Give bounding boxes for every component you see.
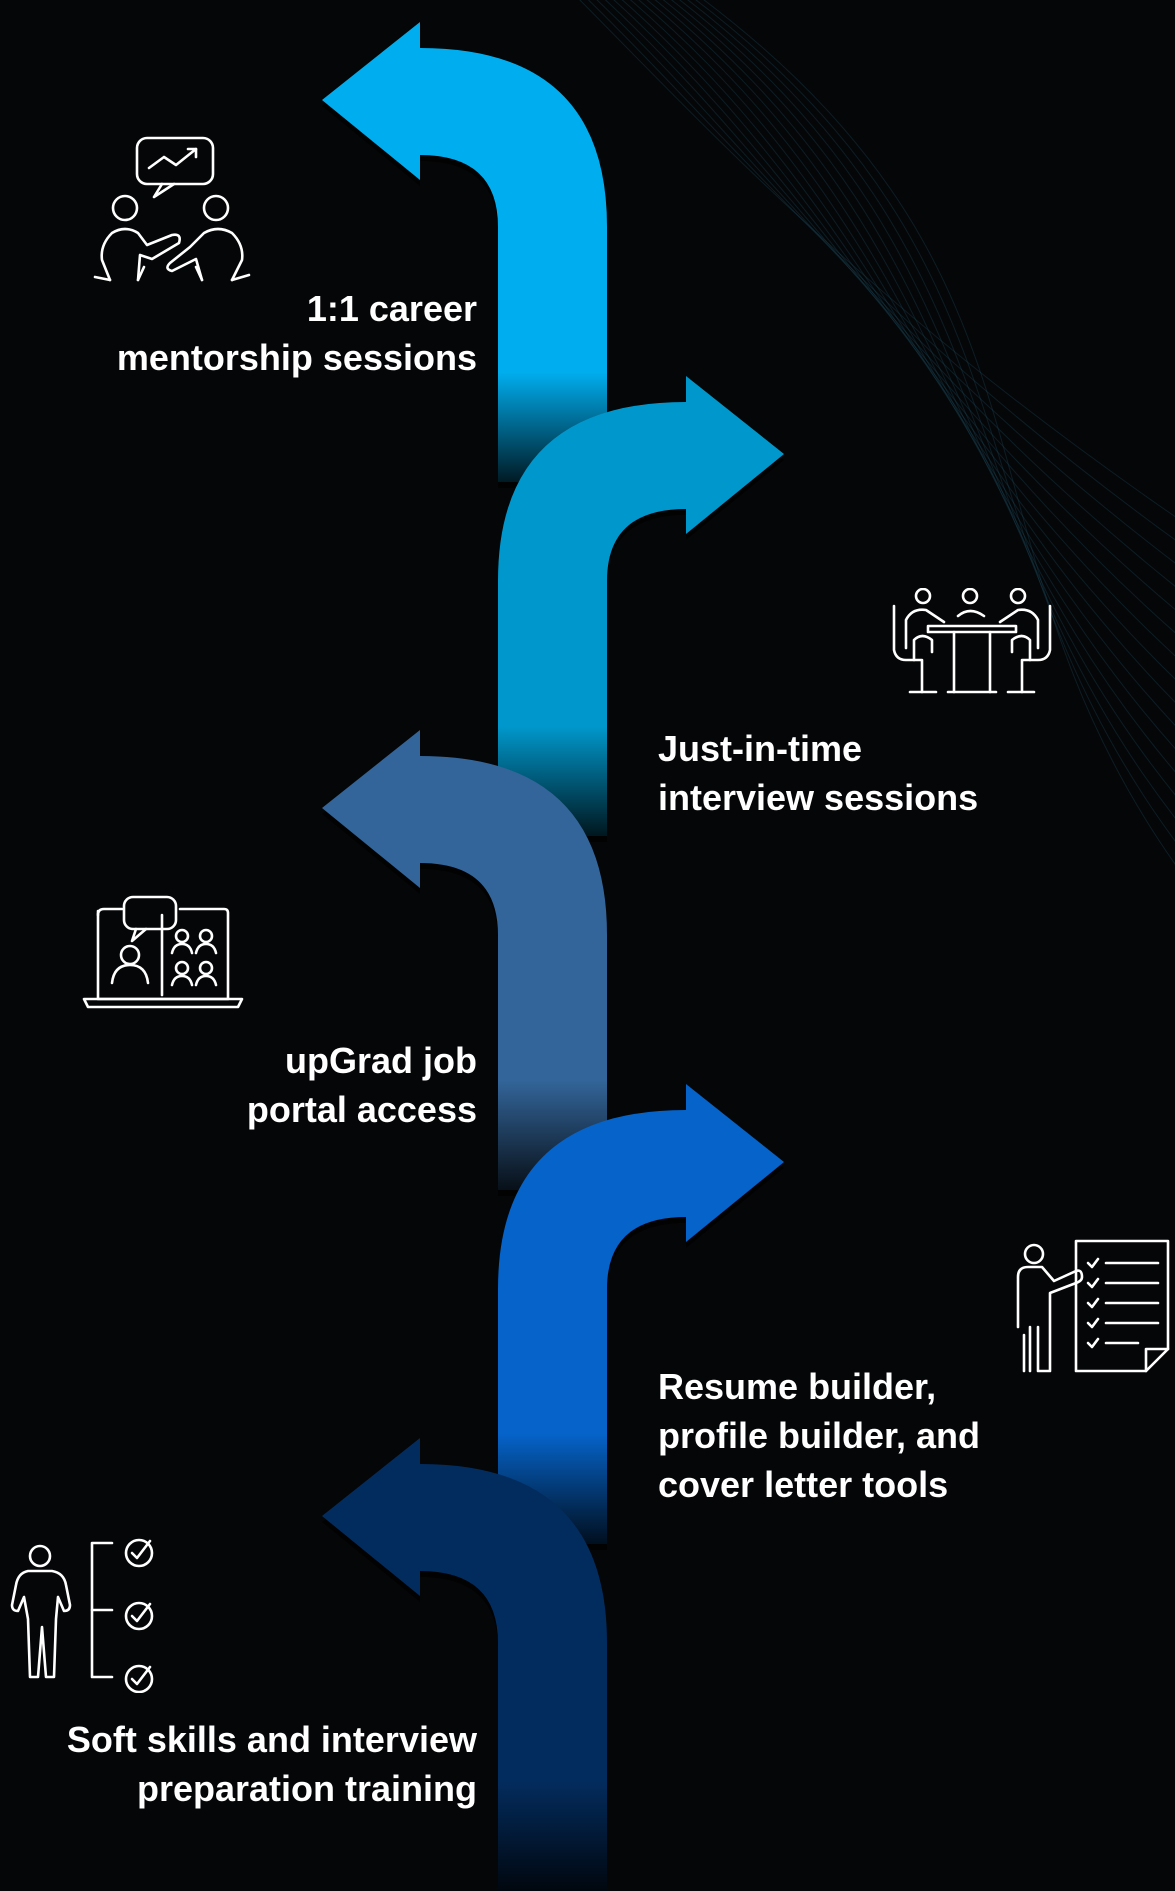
background-wave-line: [703, 0, 1175, 865]
step-label-line: Resume builder,: [658, 1366, 937, 1407]
step-label-resume-tools: Resume builder, profile builder, and cov…: [658, 1362, 980, 1509]
background-wave-line: [579, 0, 1175, 518]
step-label-mentorship: 1:1 career mentorship sessions: [117, 284, 477, 382]
arrow-step-5: [322, 1438, 607, 1891]
arrow-body: [322, 730, 607, 1190]
step-label-line: profile builder, and: [658, 1415, 981, 1456]
interview-table-icon: [892, 588, 1052, 694]
arrow-base-fade: [498, 1781, 607, 1891]
background-wave-line: [638, 0, 1175, 680]
step-label-line: 1:1 career: [306, 288, 477, 329]
background-wave-line: [662, 0, 1175, 750]
background-wave-line: [596, 0, 1175, 564]
background-wave-line: [621, 0, 1175, 634]
step-label-line: upGrad job: [285, 1040, 477, 1081]
background-wave-line: [695, 0, 1175, 842]
step-label-line: Just-in-time: [658, 728, 863, 769]
arrow-body: [498, 1084, 784, 1544]
step-label-line: interview sessions: [658, 777, 979, 818]
step-label-line: mentorship sessions: [116, 337, 477, 378]
background-wave-line: [654, 0, 1175, 726]
background-wave-line: [604, 0, 1175, 587]
step-label-line: cover letter tools: [658, 1464, 949, 1505]
background-wave-line: [613, 0, 1175, 610]
arrow-body: [322, 22, 607, 482]
mentorship-icon: [92, 135, 252, 287]
background-wave-line: [646, 0, 1175, 703]
step-label-line: portal access: [246, 1089, 477, 1130]
background-wave-line: [629, 0, 1175, 657]
background-wave-line: [670, 0, 1175, 773]
step-label-line: Soft skills and interview: [66, 1719, 477, 1760]
arrow-step-1: [322, 22, 607, 488]
arrow-body: [498, 376, 784, 836]
person-checklist-icon: [8, 1535, 164, 1693]
step-label-line: preparation training: [136, 1768, 477, 1809]
laptop-video-call-icon: [82, 895, 244, 1009]
presentation-checklist-icon: [1010, 1239, 1170, 1373]
step-label-job-portal: upGrad job portal access: [247, 1036, 477, 1134]
background-wave-line: [678, 0, 1175, 796]
background-wave-line: [587, 0, 1175, 541]
step-label-soft-skills: Soft skills and interview preparation tr…: [67, 1715, 477, 1813]
arrow-body: [322, 1438, 607, 1891]
step-label-interview: Just-in-time interview sessions: [658, 724, 978, 822]
background-wave-lines: [579, 0, 1175, 865]
background-wave-line: [687, 0, 1175, 819]
